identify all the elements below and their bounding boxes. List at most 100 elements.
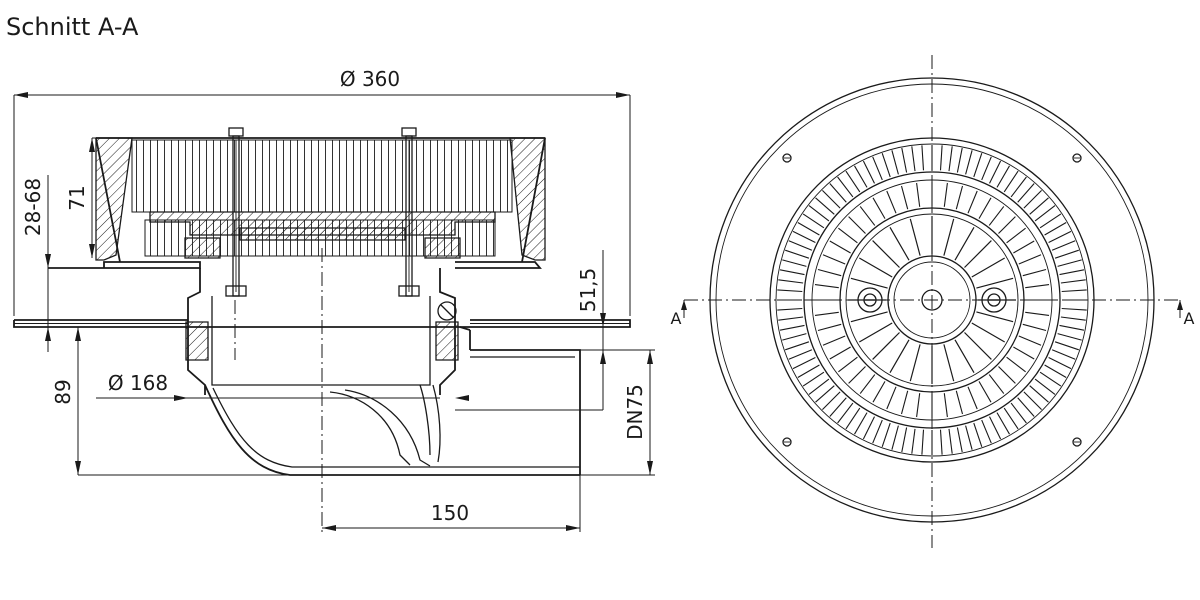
grate-rib [956,147,963,173]
grate-rib [850,311,888,323]
grate-rib [829,397,847,417]
grate-rib [965,150,973,175]
dim-grate-height: 71 [65,185,89,210]
grate-rib [850,277,888,289]
grate-rib [900,390,909,415]
hood-right-wall [509,137,546,261]
grate-rib [872,156,883,181]
grate-rib [792,230,816,243]
grate-rib [889,226,910,261]
dim-height-range: 28-68 [21,178,45,236]
grate-rib [1022,268,1047,277]
grate-rib [1018,335,1042,346]
grate-rib [1013,240,1035,254]
grate-rib [859,374,876,394]
top-view: A A [671,55,1195,548]
bolt-left [225,127,247,297]
grate-rib [814,311,839,316]
grate-rib [822,190,841,209]
grate-rib [1060,279,1086,284]
grate-rib [808,205,830,222]
grate-rib [854,412,868,435]
grate-rib [943,393,948,418]
grate-rib [891,425,899,450]
grate-rib [788,240,813,251]
dim-total-height: 89 [51,379,75,404]
grate-rib [1051,349,1076,360]
grate-rib [802,213,825,229]
grate-rib [1054,341,1079,351]
grate-rib [1057,259,1082,267]
grate-rib [792,357,816,370]
grate-rib [881,153,891,178]
grate-rib [911,146,916,172]
grate-rib [948,146,953,172]
grate-rib [838,356,858,373]
grate-rib [1048,357,1072,370]
grate-rib [1061,307,1087,311]
grate-rib [802,371,825,387]
grate-rib [872,419,883,444]
grate-rib [815,197,835,215]
grate-rib [782,333,807,341]
grate-rib [886,190,897,214]
grate-rib [967,386,978,410]
grate-rib [955,390,964,415]
grate-rib [1034,205,1056,222]
dim-outer-diameter: Ø 360 [340,67,400,91]
flange-screws [782,153,1082,447]
grate-rib [943,218,955,256]
grate-rib [964,332,992,360]
grate-rib [817,268,842,277]
grate-rib [782,259,807,267]
grate-rib [779,269,805,276]
grate-rib [1057,333,1082,341]
grate-rib [815,385,835,403]
grate-rib [909,344,921,382]
grate-rib [779,324,805,331]
grate-rib [1017,397,1035,417]
grate-rib [955,185,964,210]
grate-rib [1010,402,1027,424]
dim-offset: 51,5 [576,268,600,313]
grate-rib [872,197,886,219]
grate-rib [829,240,851,254]
grate-rib [996,412,1010,435]
grate-rib [956,427,963,453]
grate-rib [1017,183,1035,203]
grate-rib [996,165,1010,188]
grate-rib [1013,346,1035,360]
grate-rib [858,257,893,278]
grate-rib [1039,213,1062,229]
grate-rib [911,428,916,454]
grate-ribs-outer [777,145,1087,455]
grate-rib [1054,249,1079,259]
flange-outline [13,319,631,328]
grate-rib [978,381,992,403]
clamp-right [435,321,459,361]
grate-rib [777,289,803,293]
grate-rib [901,147,908,173]
grate-rib [916,393,921,418]
grate-rib [881,422,891,447]
grate-rib [1023,391,1042,410]
grate-rib [1061,289,1087,293]
grate-rib [837,176,854,198]
grate-rib [854,165,868,188]
grate-rib [964,240,992,268]
section-mark-right: A [1184,309,1195,328]
grate-rib [829,346,851,360]
grate-rib [862,160,875,184]
grate-rib [817,323,842,332]
grate-ribs-middle [814,182,1050,418]
grate-rib [822,335,846,346]
grate-rib [939,145,943,171]
grate-rib [1059,269,1085,276]
grate-rib [1029,385,1049,403]
grate-rib [872,240,900,268]
outlet-pipe [470,349,581,475]
dim-outlet-size: DN75 [623,384,647,440]
grate-rib [848,366,866,384]
grate-rib [965,425,973,450]
